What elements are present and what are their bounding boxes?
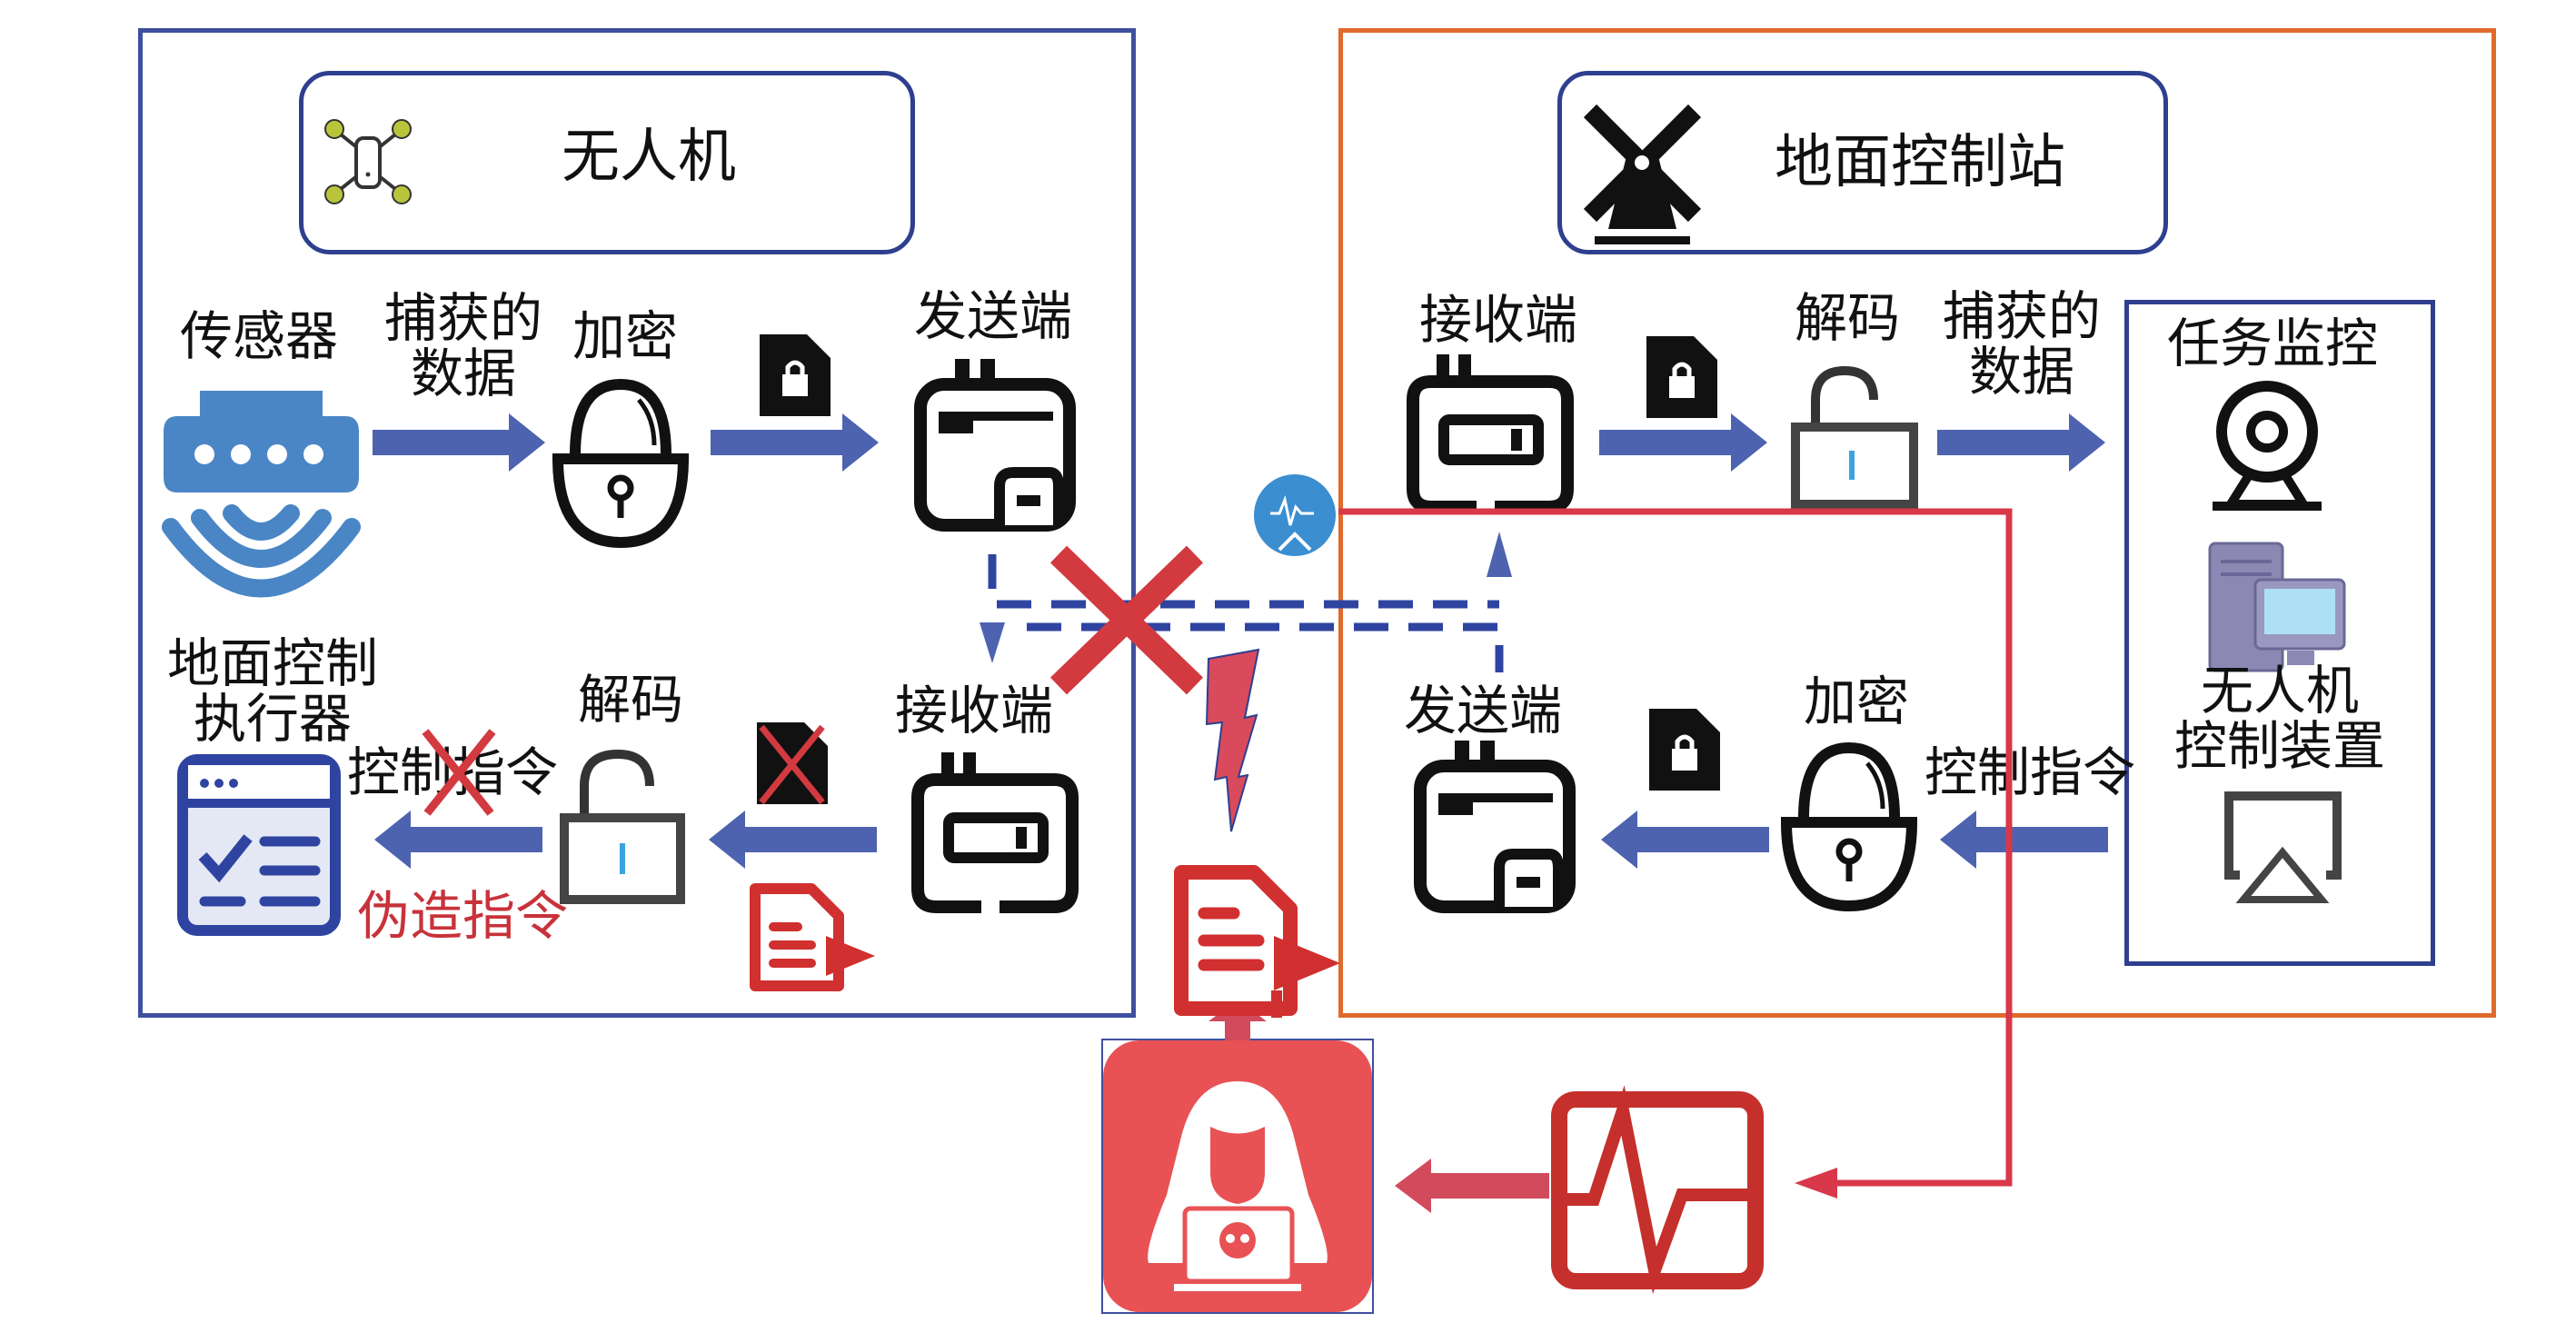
sensor-label: 传感器	[180, 305, 339, 367]
interception-arrowhead	[1795, 1168, 1837, 1199]
radio-device-icon	[914, 359, 1076, 532]
arrow-encrypt-to-sender	[711, 413, 879, 472]
arrow-receiver-to-decode	[709, 811, 877, 869]
station-receiver-label: 接收端	[1419, 289, 1578, 351]
station-captured-data-line-2: 数据	[1968, 340, 2074, 403]
encrypted-packet-icon	[1646, 336, 1717, 418]
uav-title: 无人机	[562, 124, 736, 191]
arrow-sensor-to-encrypt	[373, 413, 545, 472]
downlink-arrowhead	[980, 622, 1005, 663]
station-sender-label: 发送端	[1404, 680, 1563, 741]
uav-receiver-label: 接收端	[895, 680, 1054, 741]
uplink-dashed-line	[1027, 622, 1504, 672]
station-encrypt-label: 加密	[1804, 671, 1910, 732]
executor-label: 地面控制 执行器	[145, 636, 400, 747]
station-control-command-label: 控制指令	[1925, 741, 2136, 803]
drone-icon	[324, 119, 412, 204]
arrow-monitor-to-hacker	[1395, 1159, 1549, 1213]
downlink-dashed-line	[988, 554, 1499, 609]
blocked-packet-icon	[757, 722, 828, 805]
lightning-icon	[1205, 648, 1260, 832]
uav-panel	[138, 28, 1136, 1018]
captured-data-label: 捕获的 数据	[373, 291, 554, 402]
arrow-hacker-to-forged	[1208, 1000, 1267, 1040]
signal-monitor-icon	[1551, 1085, 1764, 1295]
uav-encrypt-label: 加密	[572, 305, 679, 367]
station-captured-data-line-1: 捕获的	[1942, 285, 2101, 347]
uav-title-box	[299, 71, 915, 254]
encrypted-packet-icon	[760, 334, 830, 416]
arrow-encrypt-to-sender-station	[1601, 811, 1769, 869]
windmill-icon	[1583, 104, 1702, 244]
sensor-icon	[162, 391, 361, 598]
uplink-arrowhead	[1487, 532, 1512, 577]
captured-data-line-1: 捕获的	[383, 287, 542, 349]
ground-station-panel	[1338, 28, 2496, 1018]
hacker-icon	[1103, 1040, 1372, 1312]
lock-open-icon	[560, 749, 685, 904]
link-blocked-cross-icon	[1049, 545, 1204, 695]
station-decode-label: 解码	[1795, 287, 1901, 349]
executor-line-1: 地面控制	[166, 632, 378, 694]
mission-monitor-panel	[2124, 300, 2435, 966]
uav-sender-label: 发送端	[914, 285, 1073, 347]
ground-station-title-box	[1557, 71, 2168, 254]
uav-control-device-line-1: 无人机	[2200, 660, 2359, 721]
forged-document-icon	[1174, 865, 1340, 1018]
airplay-icon	[2224, 791, 2342, 903]
uav-control-device-label: 无人机 控制装置	[2124, 663, 2435, 774]
lock-closed-icon	[1780, 741, 1918, 912]
forged-document-icon	[750, 883, 875, 991]
cross-icon	[422, 729, 496, 816]
lock-closed-icon	[552, 378, 690, 549]
arrow-monitor-to-encrypt	[1940, 811, 2108, 869]
ground-station-title: 地面控制站	[1775, 129, 2065, 196]
arrow-decode-to-executor	[374, 811, 542, 869]
captured-data-line-2: 数据	[410, 342, 516, 404]
mission-monitor-label: 任务监控	[2167, 313, 2379, 374]
arrow-decode-to-monitor	[1937, 413, 2105, 472]
arrow-receiver-to-decode-station	[1599, 413, 1767, 472]
executor-line-2: 执行器	[193, 687, 352, 750]
checklist-window-icon	[177, 754, 341, 936]
forged-command-label: 伪造指令	[357, 885, 569, 947]
radio-device-icon	[1407, 354, 1574, 513]
radio-device-icon	[911, 752, 1079, 913]
signal-node-icon	[1254, 474, 1336, 556]
radio-device-icon	[1414, 741, 1576, 913]
webcam-icon	[2213, 381, 2322, 511]
uav-control-device-line-2: 控制装置	[2173, 714, 2385, 777]
station-captured-data-label: 捕获的 数据	[1926, 289, 2117, 400]
encrypted-packet-icon	[1649, 709, 1720, 791]
lock-open-icon	[1791, 365, 1918, 509]
computer-icon	[2208, 542, 2346, 672]
uav-control-command-label: 控制指令	[347, 741, 559, 803]
uav-decode-label: 解码	[578, 669, 684, 731]
